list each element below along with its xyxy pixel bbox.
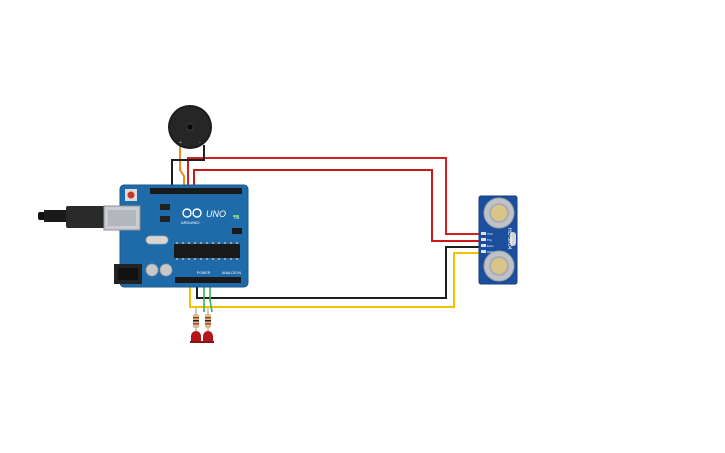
sensor-model-label: HC-SR04 bbox=[506, 228, 512, 250]
wires bbox=[171, 145, 480, 313]
capacitor bbox=[145, 263, 159, 277]
buzzer-minus-label: - bbox=[199, 140, 201, 146]
arduino-on-label: ON bbox=[234, 216, 240, 220]
power-led bbox=[233, 215, 239, 217]
arduino-analog-label: ANALOG IN bbox=[222, 271, 242, 275]
resistor-1[interactable] bbox=[193, 308, 199, 334]
sensor-transducer-bottom bbox=[483, 250, 515, 282]
digital-header bbox=[150, 188, 242, 194]
sensor-pin-gnd: GND bbox=[487, 250, 493, 254]
arduino-board bbox=[119, 184, 249, 288]
sensor-transducer-top bbox=[483, 197, 515, 229]
wire-black-buzzer[interactable] bbox=[171, 145, 205, 190]
wire-red-trig[interactable] bbox=[193, 169, 480, 242]
buzzer-plus-label: + bbox=[179, 140, 182, 146]
arduino-uno[interactable]: ARDUINO UNO POWER ANALOG IN ON bbox=[38, 184, 249, 288]
atmega-chip bbox=[174, 244, 240, 258]
sensor-pin-trig: Trig bbox=[487, 238, 492, 242]
capacitor bbox=[159, 263, 173, 277]
icsp-header bbox=[232, 228, 242, 234]
sensor-pin-echo: Echo bbox=[487, 244, 494, 248]
sensor-pin-vcc: VCC bbox=[487, 232, 493, 236]
wire-yellow-echo[interactable] bbox=[189, 252, 480, 308]
led-red-1[interactable] bbox=[190, 331, 202, 343]
crystal bbox=[145, 235, 169, 245]
wire-black-gnd[interactable] bbox=[196, 246, 480, 299]
arduino-brand-label: ARDUINO bbox=[181, 220, 199, 225]
arduino-logo-icon bbox=[182, 208, 202, 218]
piezo-buzzer[interactable]: + - bbox=[168, 105, 212, 149]
wire-orange-buzzer[interactable] bbox=[179, 145, 185, 190]
ultrasonic-sensor[interactable]: HC-SR04 VCC Trig Echo GND bbox=[478, 195, 518, 285]
resistor-2[interactable] bbox=[205, 308, 211, 334]
sensor-crystal bbox=[510, 232, 516, 246]
arduino-power-label: POWER bbox=[197, 271, 211, 275]
arduino-model-label: UNO bbox=[206, 209, 226, 219]
power-header bbox=[175, 277, 241, 283]
sensor-pins: VCC Trig Echo GND bbox=[481, 232, 494, 254]
led-red-2[interactable] bbox=[202, 331, 214, 343]
buzzer-hole bbox=[186, 123, 194, 131]
wire-red-vcc[interactable] bbox=[187, 157, 480, 235]
